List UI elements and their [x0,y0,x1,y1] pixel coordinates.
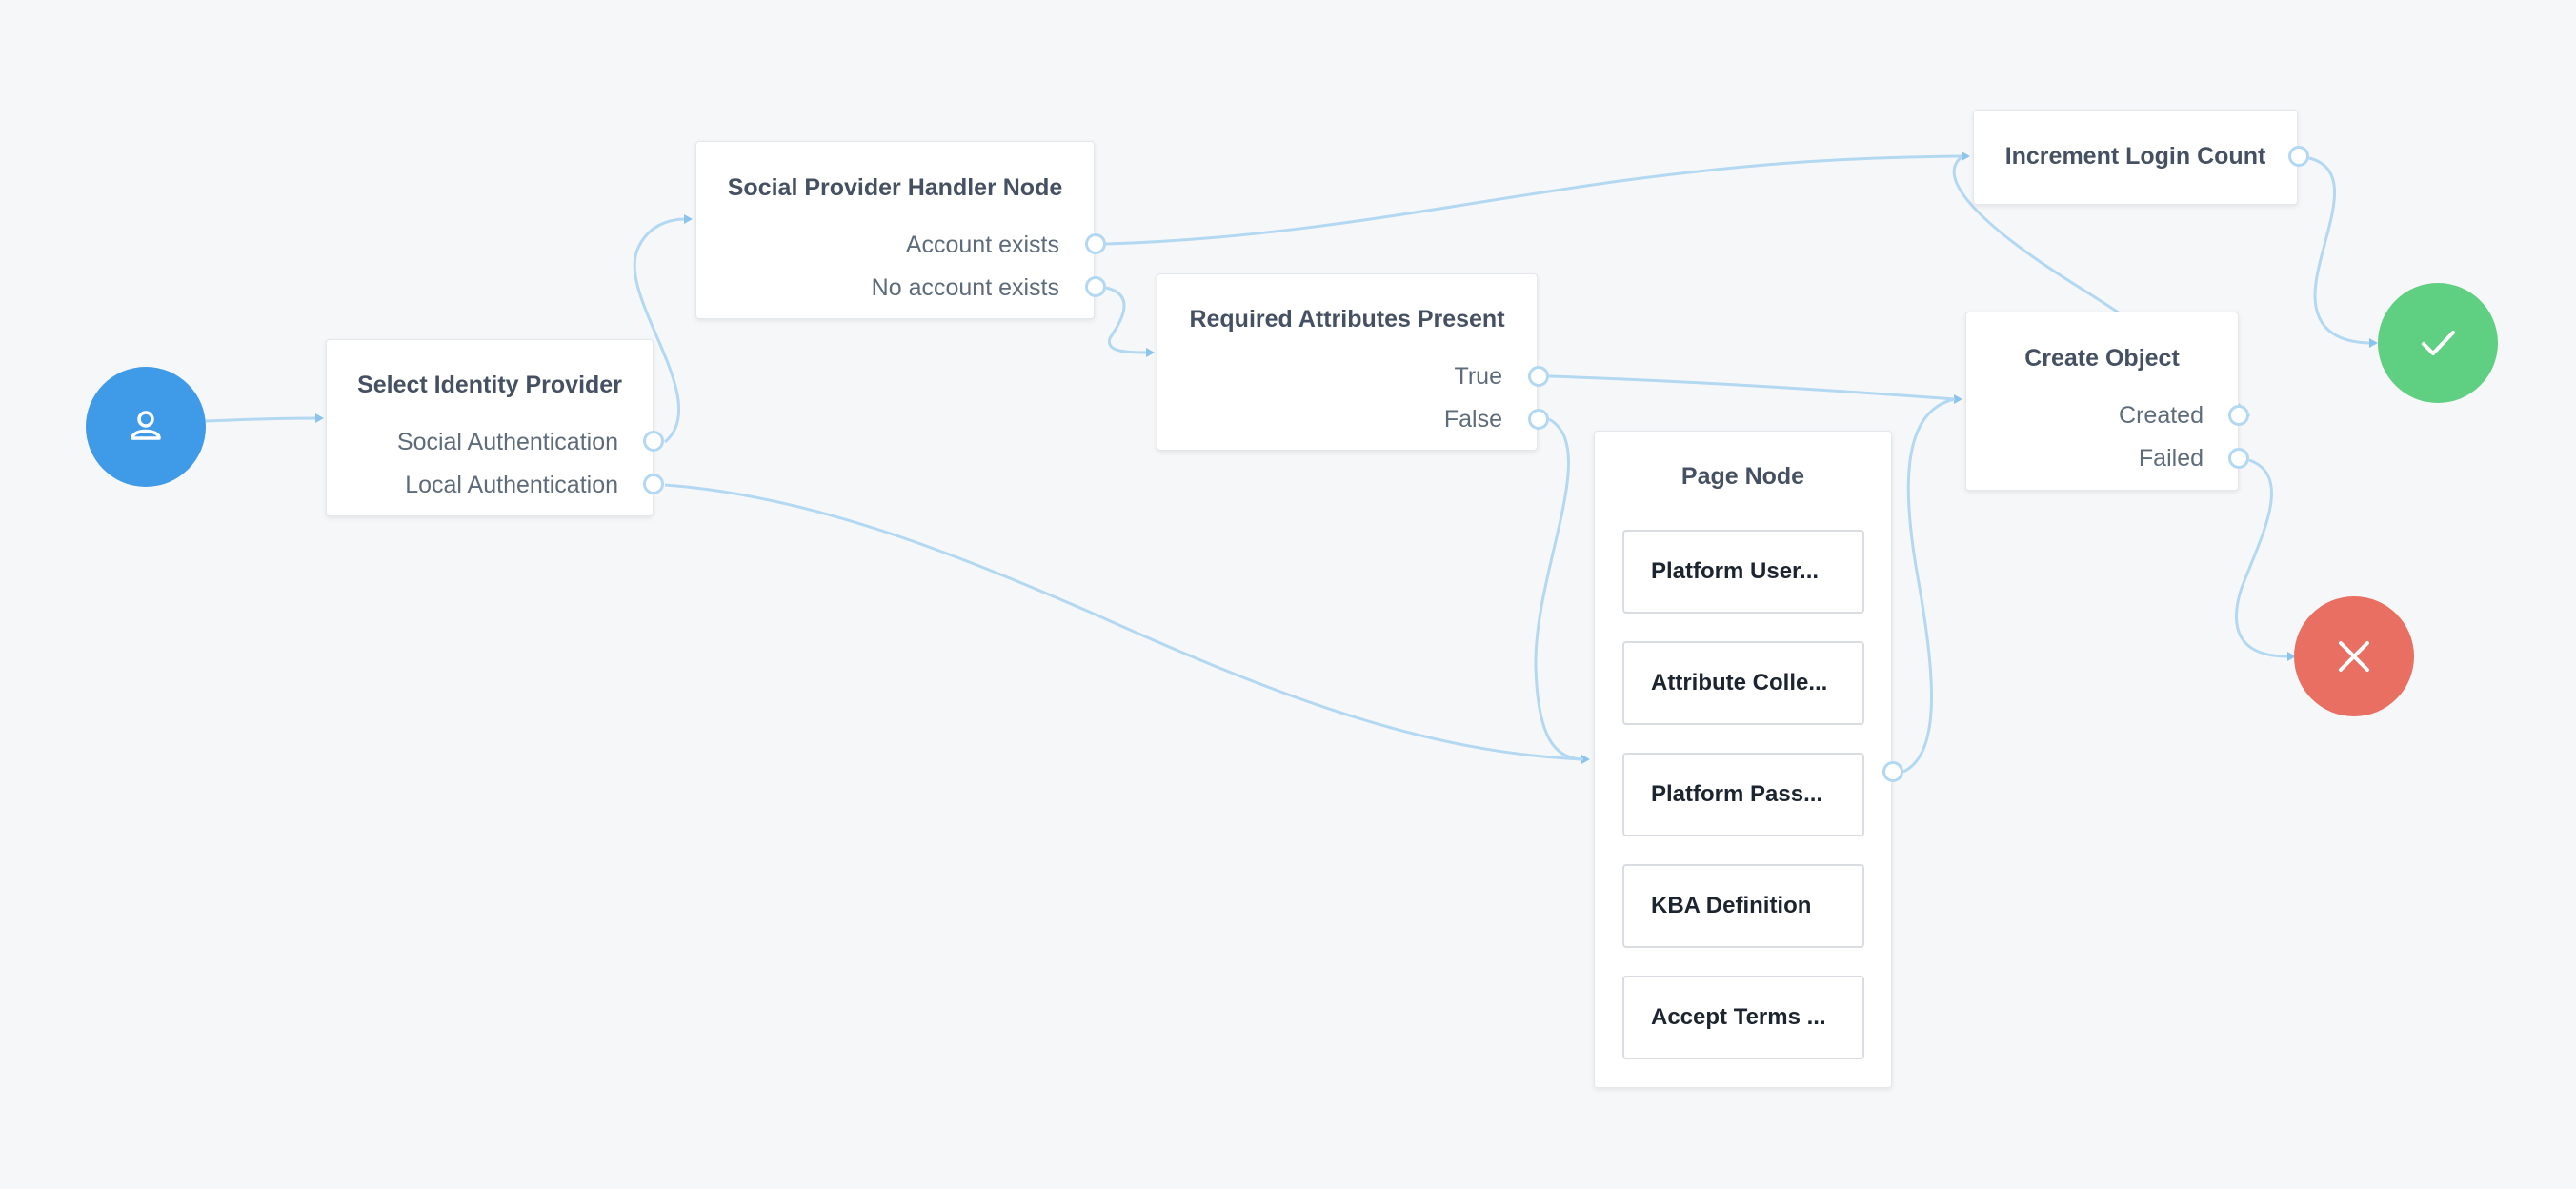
output-port-page-node[interactable] [1882,761,1903,782]
increment-login-count-node[interactable]: Increment Login Count [1973,110,2298,205]
output-port-no-account-exists[interactable] [1085,276,1106,297]
page-node-item-kba-definition[interactable]: KBA Definition [1622,864,1864,948]
arrowhead [1146,348,1155,357]
outcome-no-account-exists: No account exists [871,274,1059,301]
output-port-true[interactable] [1528,366,1549,387]
select-identity-provider-node[interactable]: Select Identity Provider Social Authenti… [326,339,654,516]
outcome-false: False [1443,406,1502,433]
connection-increment-out [2308,156,2373,345]
connection-start-to-select-idp [205,416,319,423]
outcome-local-authentication: Local Authentication [405,472,618,498]
outcome-social-authentication: Social Authentication [396,429,618,455]
node-title: Increment Login Count [2004,143,2266,170]
page-node-item-platform-password[interactable]: Platform Pass... [1622,753,1864,836]
output-port-local-authentication[interactable] [643,474,664,494]
arrowhead [1954,394,1962,404]
connection-no-account-exists [1105,286,1149,354]
success-node[interactable] [2378,283,2498,403]
arrowhead [684,214,693,224]
output-port-social-authentication[interactable] [643,431,664,452]
output-port-false[interactable] [1528,409,1549,430]
output-port-created[interactable] [2228,405,2249,426]
social-provider-handler-node[interactable]: Social Provider Handler Node Account exi… [695,141,1095,319]
start-node[interactable] [86,367,206,487]
page-node[interactable]: Page Node Platform User... Attribute Col… [1594,431,1892,1088]
close-x-icon [2339,641,2369,672]
arrowhead [315,413,324,423]
output-port-increment-login-count[interactable] [2288,146,2309,167]
arrowhead [1962,151,1970,161]
connection-failed [2234,458,2291,658]
connection-account-exists [1105,154,1963,246]
page-node-item-attribute-collector[interactable]: Attribute Colle... [1622,641,1864,725]
outcome-created: Created [2119,402,2204,429]
output-port-account-exists[interactable] [1085,233,1106,254]
create-object-node[interactable]: Create Object Created Failed [1965,312,2239,491]
checkmark-icon [2422,331,2455,355]
connection-page-node-out [1902,397,1956,774]
outcome-true: True [1454,363,1502,390]
node-title: Page Node [1680,463,1805,490]
outcome-account-exists: Account exists [905,232,1059,258]
arrowhead [2369,338,2378,348]
output-port-failed[interactable] [2228,448,2249,469]
connection-local-auth [664,483,1584,761]
arrowhead [1581,755,1590,764]
node-title: Create Object [2024,345,2180,372]
page-node-item-accept-terms[interactable]: Accept Terms ... [1622,976,1864,1059]
user-icon [131,411,161,440]
required-attributes-present-node[interactable]: Required Attributes Present True False [1157,273,1538,451]
node-title: Select Identity Provider [357,372,622,398]
page-node-item-platform-username[interactable]: Platform User... [1622,530,1864,614]
connection-false [1534,417,1584,761]
node-title: Social Provider Handler Node [727,174,1063,201]
failure-node[interactable] [2294,596,2414,716]
outcome-failed: Failed [2138,445,2204,472]
connection-true [1548,374,1956,401]
arrowhead [2287,652,2296,661]
connection-social-auth [633,217,687,444]
node-title: Required Attributes Present [1189,306,1505,333]
